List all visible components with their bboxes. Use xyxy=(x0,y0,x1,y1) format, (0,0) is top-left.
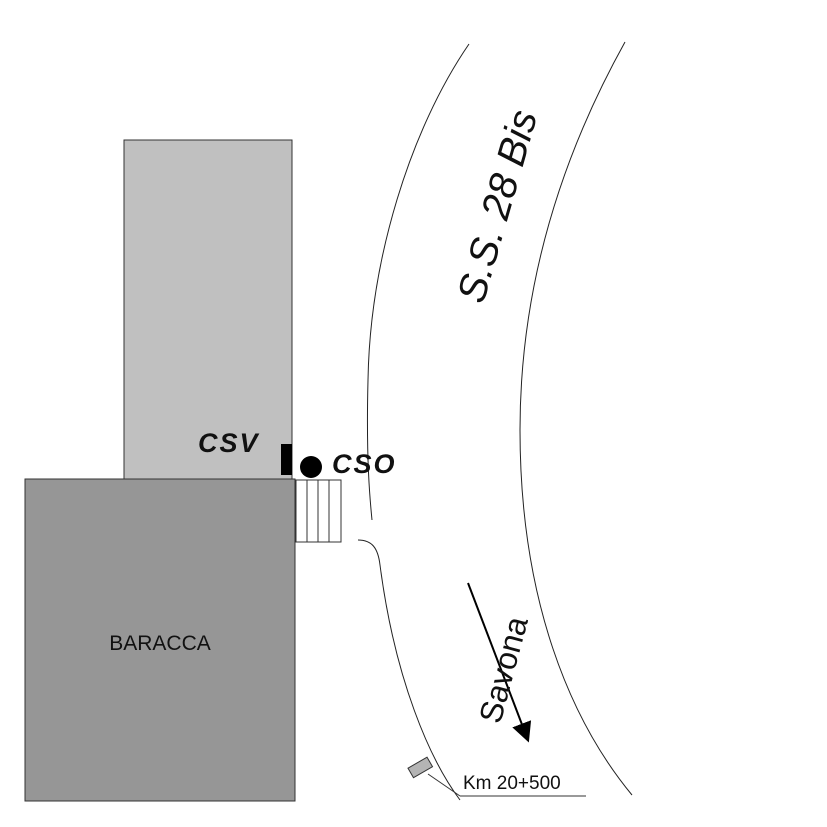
baracca-label: BARACCA xyxy=(109,632,211,655)
road-inner-edge xyxy=(366,43,470,521)
road-inner-edge-lower xyxy=(357,539,461,801)
direction-label: Savona xyxy=(472,612,535,726)
road-name-label: S.S. 28 Bis xyxy=(449,105,546,307)
csv-marker xyxy=(281,444,292,475)
km-leader-line xyxy=(427,773,461,797)
baracca-building xyxy=(24,478,296,802)
cso-marker xyxy=(300,456,322,478)
km-marker-post xyxy=(407,756,434,779)
km-label: Km 20+500 xyxy=(463,773,561,794)
direction-arrow xyxy=(467,582,532,743)
cso-label: CSO xyxy=(332,449,397,479)
road-outer-edge xyxy=(519,41,633,796)
entrance-steps xyxy=(295,479,342,543)
csv-label: CSV xyxy=(198,428,260,458)
